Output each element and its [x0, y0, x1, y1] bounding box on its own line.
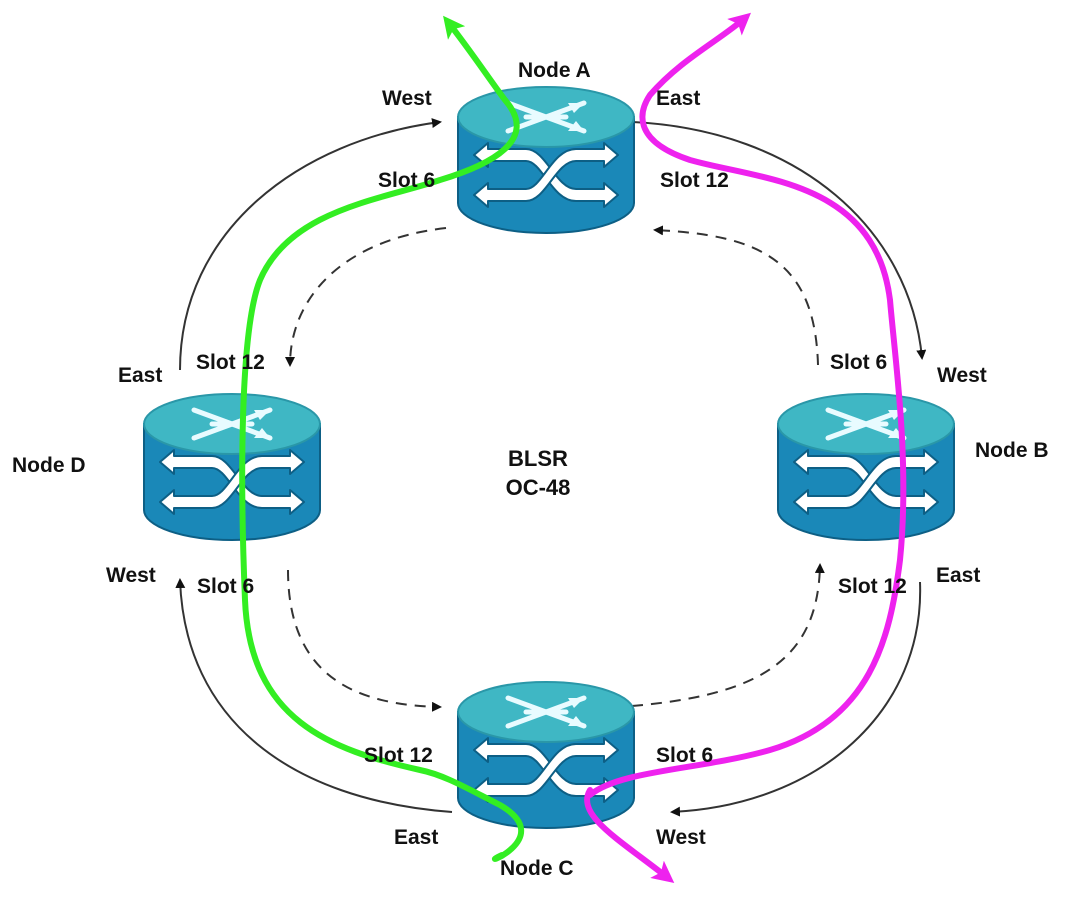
node-b-east-label: East [936, 564, 981, 587]
node-b-router [778, 394, 954, 540]
node-b-west-label: West [937, 364, 987, 387]
node-c-west-slot: Slot 6 [656, 744, 714, 767]
node-d-east-slot: Slot 12 [196, 351, 265, 374]
fiber-c-to-b-dashed [631, 563, 825, 707]
node-c-west-label: West [656, 826, 706, 849]
ring-label: BLSR OC-48 [478, 445, 598, 502]
node-a-west-label: West [382, 87, 432, 110]
node-d-east-label: East [118, 364, 163, 387]
node-c-router [458, 682, 634, 828]
fiber-a-to-d-dashed [285, 227, 447, 367]
node-b-west-slot: Slot 6 [830, 351, 888, 374]
node-a-east-label: East [656, 87, 701, 110]
ring-name: BLSR [508, 446, 568, 471]
fiber-d-to-c-dashed [287, 569, 442, 712]
node-c-east-label: East [394, 826, 439, 849]
node-d-router [144, 394, 320, 540]
node-c-east-slot: Slot 12 [364, 744, 433, 767]
node-b-name: Node B [975, 439, 1049, 462]
node-a-name: Node A [518, 59, 591, 82]
fiber-d-to-a [179, 118, 442, 371]
fiber-a-to-b [631, 121, 927, 360]
node-b-east-slot: Slot 12 [838, 575, 907, 598]
magenta-traffic-path [584, 787, 675, 883]
fiber-c-to-d [175, 578, 453, 813]
ring-rate: OC-48 [505, 474, 571, 500]
magenta-traffic-path-main [587, 12, 907, 798]
outer-fiber-ring [175, 118, 927, 817]
node-a-east-slot: Slot 12 [660, 169, 729, 192]
node-d-west-label: West [106, 564, 156, 587]
green-traffic-path [239, 15, 525, 862]
node-d-west-slot: Slot 6 [197, 575, 255, 598]
node-a-west-slot: Slot 6 [378, 169, 436, 192]
node-d-name: Node D [12, 454, 86, 477]
fiber-b-to-c [670, 581, 922, 817]
inner-fiber-ring [285, 225, 825, 712]
node-c-name: Node C [500, 857, 574, 880]
fiber-b-to-a-dashed [653, 225, 819, 366]
